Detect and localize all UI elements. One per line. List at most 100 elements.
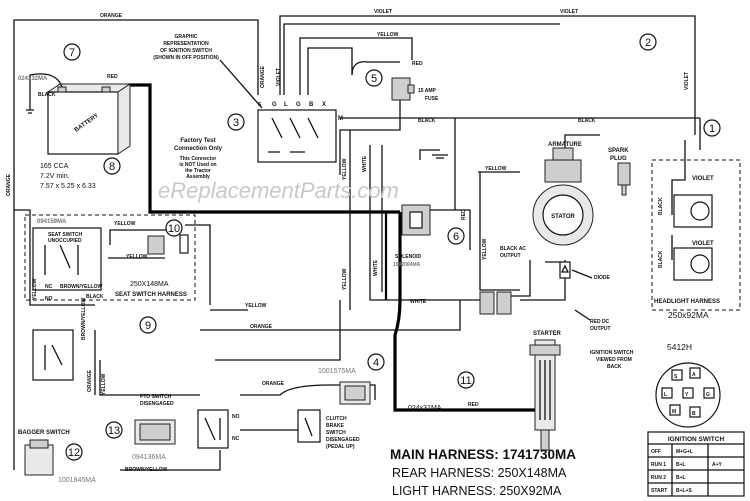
- diode: [559, 261, 571, 279]
- callout-7: 7: [63, 43, 81, 61]
- callout-7-number: 7: [69, 47, 75, 59]
- black-hl-label-1: BLACK: [658, 197, 664, 215]
- orange-mid-wire: [200, 300, 461, 331]
- spark-plug: [617, 162, 631, 196]
- dash-harness-link: [185, 224, 211, 305]
- harness-11-part: 024x31MA: [408, 405, 442, 412]
- headlight-harness-part: 250x92MA: [668, 310, 709, 320]
- fuse-label-1: 15 AMP: [418, 88, 437, 94]
- callout-4-number: 4: [373, 357, 379, 369]
- ign-pin-l: L: [664, 392, 667, 398]
- factory-test-title-2: Connection Only: [174, 146, 223, 152]
- spark-wire: [564, 134, 600, 150]
- factory-test-title-1: Factory Test: [180, 138, 215, 144]
- ign-pin-m: M: [672, 409, 676, 415]
- ign-table-cell-pos: START: [651, 488, 667, 494]
- callout-10: 10: [165, 219, 183, 237]
- red-bottom-label: RED: [468, 402, 479, 408]
- headlight-harness-label: HEADLIGHT HARNESS: [654, 299, 720, 305]
- seat-switch-contacts: [44, 244, 79, 275]
- fuse-label-2: FUSE: [425, 96, 439, 102]
- brown-yellow-label-3: BROWN/YELLOW: [81, 298, 87, 340]
- ign-table-cell-pos: OFF: [651, 449, 661, 455]
- yellow-label-a: YELLOW: [485, 166, 507, 172]
- ign-pin-y: Y: [685, 392, 689, 398]
- yellow-label-d: YELLOW: [482, 238, 488, 260]
- ign-table-cell-pos: RUN 2: [651, 475, 666, 481]
- ign-terminal-4: B: [309, 102, 314, 108]
- callout-2-number: 2: [645, 37, 651, 49]
- callout-9: 9: [139, 316, 157, 334]
- ign-terminal-2: L: [284, 102, 288, 108]
- black-battery-label: BLACK: [38, 92, 56, 98]
- yellow-label-f: YELLOW: [245, 303, 267, 309]
- yellow-seat-label: YELLOW: [126, 254, 148, 260]
- white-label-b: WHITE: [373, 259, 379, 276]
- starter-cable: [393, 212, 538, 412]
- ign-caption-leader: [219, 59, 263, 109]
- seat-switch-nc: NC: [45, 284, 53, 290]
- callout-13: 13: [105, 421, 123, 439]
- ign-pin-g: G: [706, 392, 710, 398]
- main-harness-title: MAIN HARNESS: 1741730MA: [390, 447, 576, 462]
- ign-view-title-1: IGNITION SWITCH: [590, 350, 634, 356]
- ign-caption-4: (SHOWN IN OFF POSITION): [153, 55, 219, 61]
- ign-caption-1: GRAPHIC: [174, 34, 197, 40]
- callout-5: 5: [365, 69, 383, 87]
- solenoid-label: SOLENOID: [395, 254, 422, 260]
- fuse: [391, 77, 415, 101]
- violet-hl-wire: [671, 140, 686, 215]
- violet-right-label: VIOLET: [684, 72, 690, 90]
- ign-terminal-m: M: [338, 116, 343, 122]
- black-ac-label-1: BLACK AC: [500, 246, 526, 252]
- red-fuse-label: RED: [412, 61, 423, 67]
- callout-11: 11: [457, 371, 475, 389]
- brown-yellow-label-1: BROWN/YELLOW: [60, 284, 102, 290]
- yellow-wire-top: [299, 37, 413, 95]
- battery-part-number: 024x32MA: [18, 76, 48, 82]
- orange-mid-label: ORANGE: [250, 324, 273, 330]
- clutch-title-1: CLUTCH: [326, 416, 347, 422]
- solenoid-core: [409, 211, 423, 229]
- callout-5-number: 5: [371, 73, 377, 85]
- red-solenoid-wire: [430, 209, 471, 250]
- bagger-switch: [32, 329, 74, 381]
- orange-wire-top: [13, 19, 259, 470]
- callout-1-number: 1: [709, 123, 715, 135]
- seat-switch-title-2: UNOCCUPIED: [48, 238, 82, 244]
- fuse-feed-wire: [351, 61, 400, 76]
- connector-10b: [179, 234, 189, 254]
- headlight-harness-outline: [651, 159, 741, 311]
- callout-3-number: 3: [233, 117, 239, 129]
- black-seat-label: BLACK: [86, 294, 104, 300]
- orange-clutch-label: ORANGE: [262, 381, 285, 387]
- ign-table-cell-c1: B+L+S: [676, 488, 693, 494]
- black-ac-wire: [505, 260, 531, 297]
- starter-label: STARTER: [533, 331, 562, 337]
- black-right-label: BLACK: [578, 118, 596, 124]
- bagger-switch-part-drawing: [24, 439, 54, 476]
- callout-9-number: 9: [145, 320, 151, 332]
- battery-spec-cca: 165 CCA: [40, 163, 69, 170]
- ign-table-cell-c2: A+Y: [712, 462, 723, 468]
- callout-3: 3: [227, 113, 245, 131]
- pto-contacts: [204, 417, 221, 441]
- violet-top-label: VIOLET: [374, 9, 392, 15]
- pto-switch: [197, 409, 229, 449]
- bagger-part: 1001845MA: [58, 477, 96, 484]
- connector-a: [479, 291, 495, 315]
- battery-spec-volts: 7.2V min.: [40, 173, 70, 180]
- seat-switch-title-1: SEAT SWITCH: [48, 232, 82, 238]
- pto-title-2: DISENGAGED: [140, 401, 174, 407]
- light-harness-title: LIGHT HARNESS: 250X92MA: [392, 484, 562, 498]
- callout-6-number: 6: [453, 231, 459, 243]
- yellow-top-label: YELLOW: [377, 32, 399, 38]
- fuse-out-wire: [339, 100, 401, 175]
- ign-table-title: IGNITION SWITCH: [668, 436, 725, 443]
- ign-view-title-2: VIEWED FROM: [596, 357, 632, 363]
- orange-bottom-label: ORANGE: [87, 369, 93, 392]
- seat-harness-outline: [24, 214, 196, 301]
